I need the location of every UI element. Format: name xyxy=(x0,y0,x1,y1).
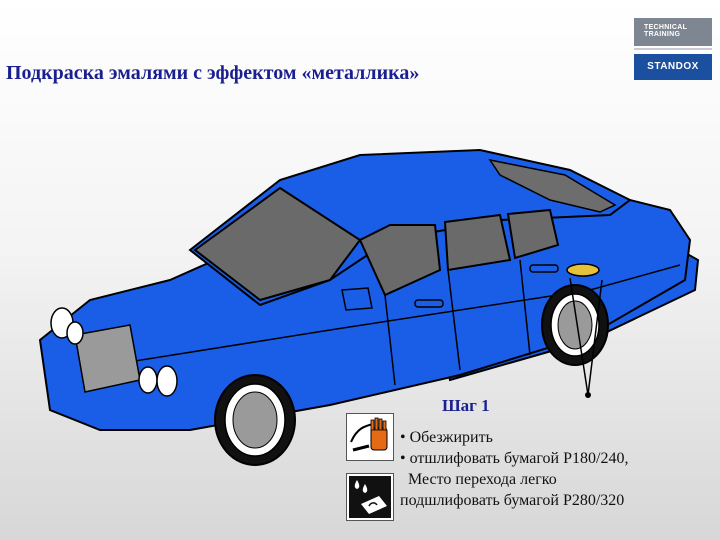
logo-training-block: TECHNICAL TRAINING xyxy=(634,18,712,46)
instruction-line-3: Место перехода легко xyxy=(400,471,557,488)
instruction-line-4: подшлифовать бумагой P280/320 xyxy=(400,492,625,509)
logo-line-2: TRAINING xyxy=(644,31,681,38)
wet-sanding-icon xyxy=(346,473,394,521)
instructions-list: • Обезжирить • отшлифовать бумагой P180/… xyxy=(400,427,628,511)
logo-brand: STANDOX xyxy=(634,54,712,80)
standox-logo: TECHNICAL TRAINING STANDOX xyxy=(634,18,712,80)
slide-title: Подкраска эмалями с эффектом «металлика» xyxy=(6,62,420,84)
step-title: Шаг 1 xyxy=(442,396,490,415)
logo-line-1: TECHNICAL xyxy=(644,24,688,31)
hand-degrease-icon xyxy=(346,413,394,461)
logo-separator xyxy=(634,48,712,50)
instruction-line-2: • отшлифовать бумагой P180/240, xyxy=(400,450,629,467)
instruction-line-1: • Обезжирить xyxy=(400,429,493,446)
car-illustration xyxy=(38,148,700,466)
